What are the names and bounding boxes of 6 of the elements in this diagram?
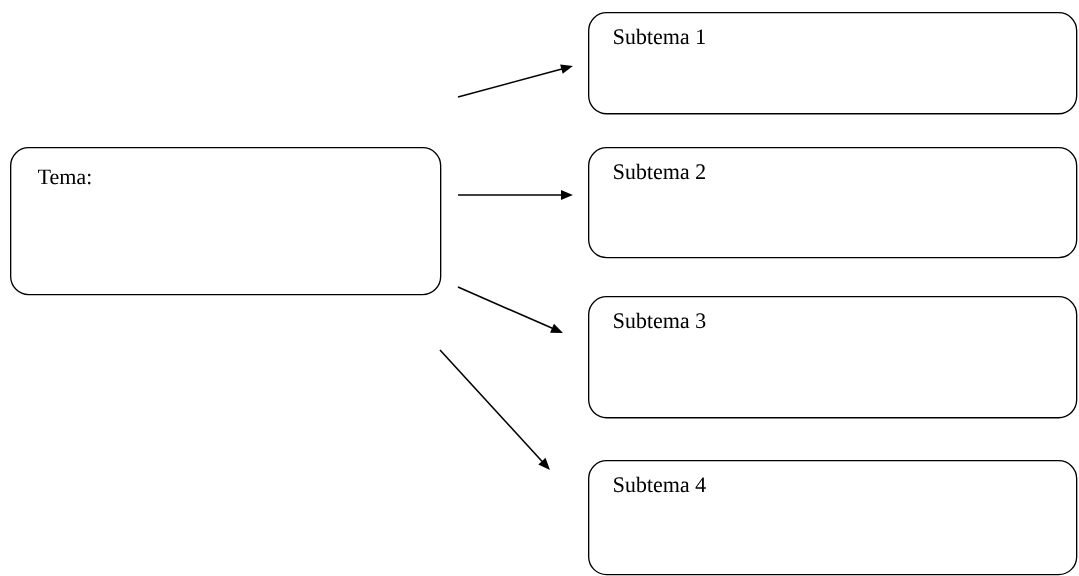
topic-box: Subtema 1 [588,12,1078,115]
topic-box: Subtema 3 [588,296,1078,419]
topic-box: Subtema 2 [588,147,1078,259]
arrow [439,349,550,470]
topic-box: Subtema 4 [588,460,1078,576]
topic-box: Tema: [10,147,442,296]
